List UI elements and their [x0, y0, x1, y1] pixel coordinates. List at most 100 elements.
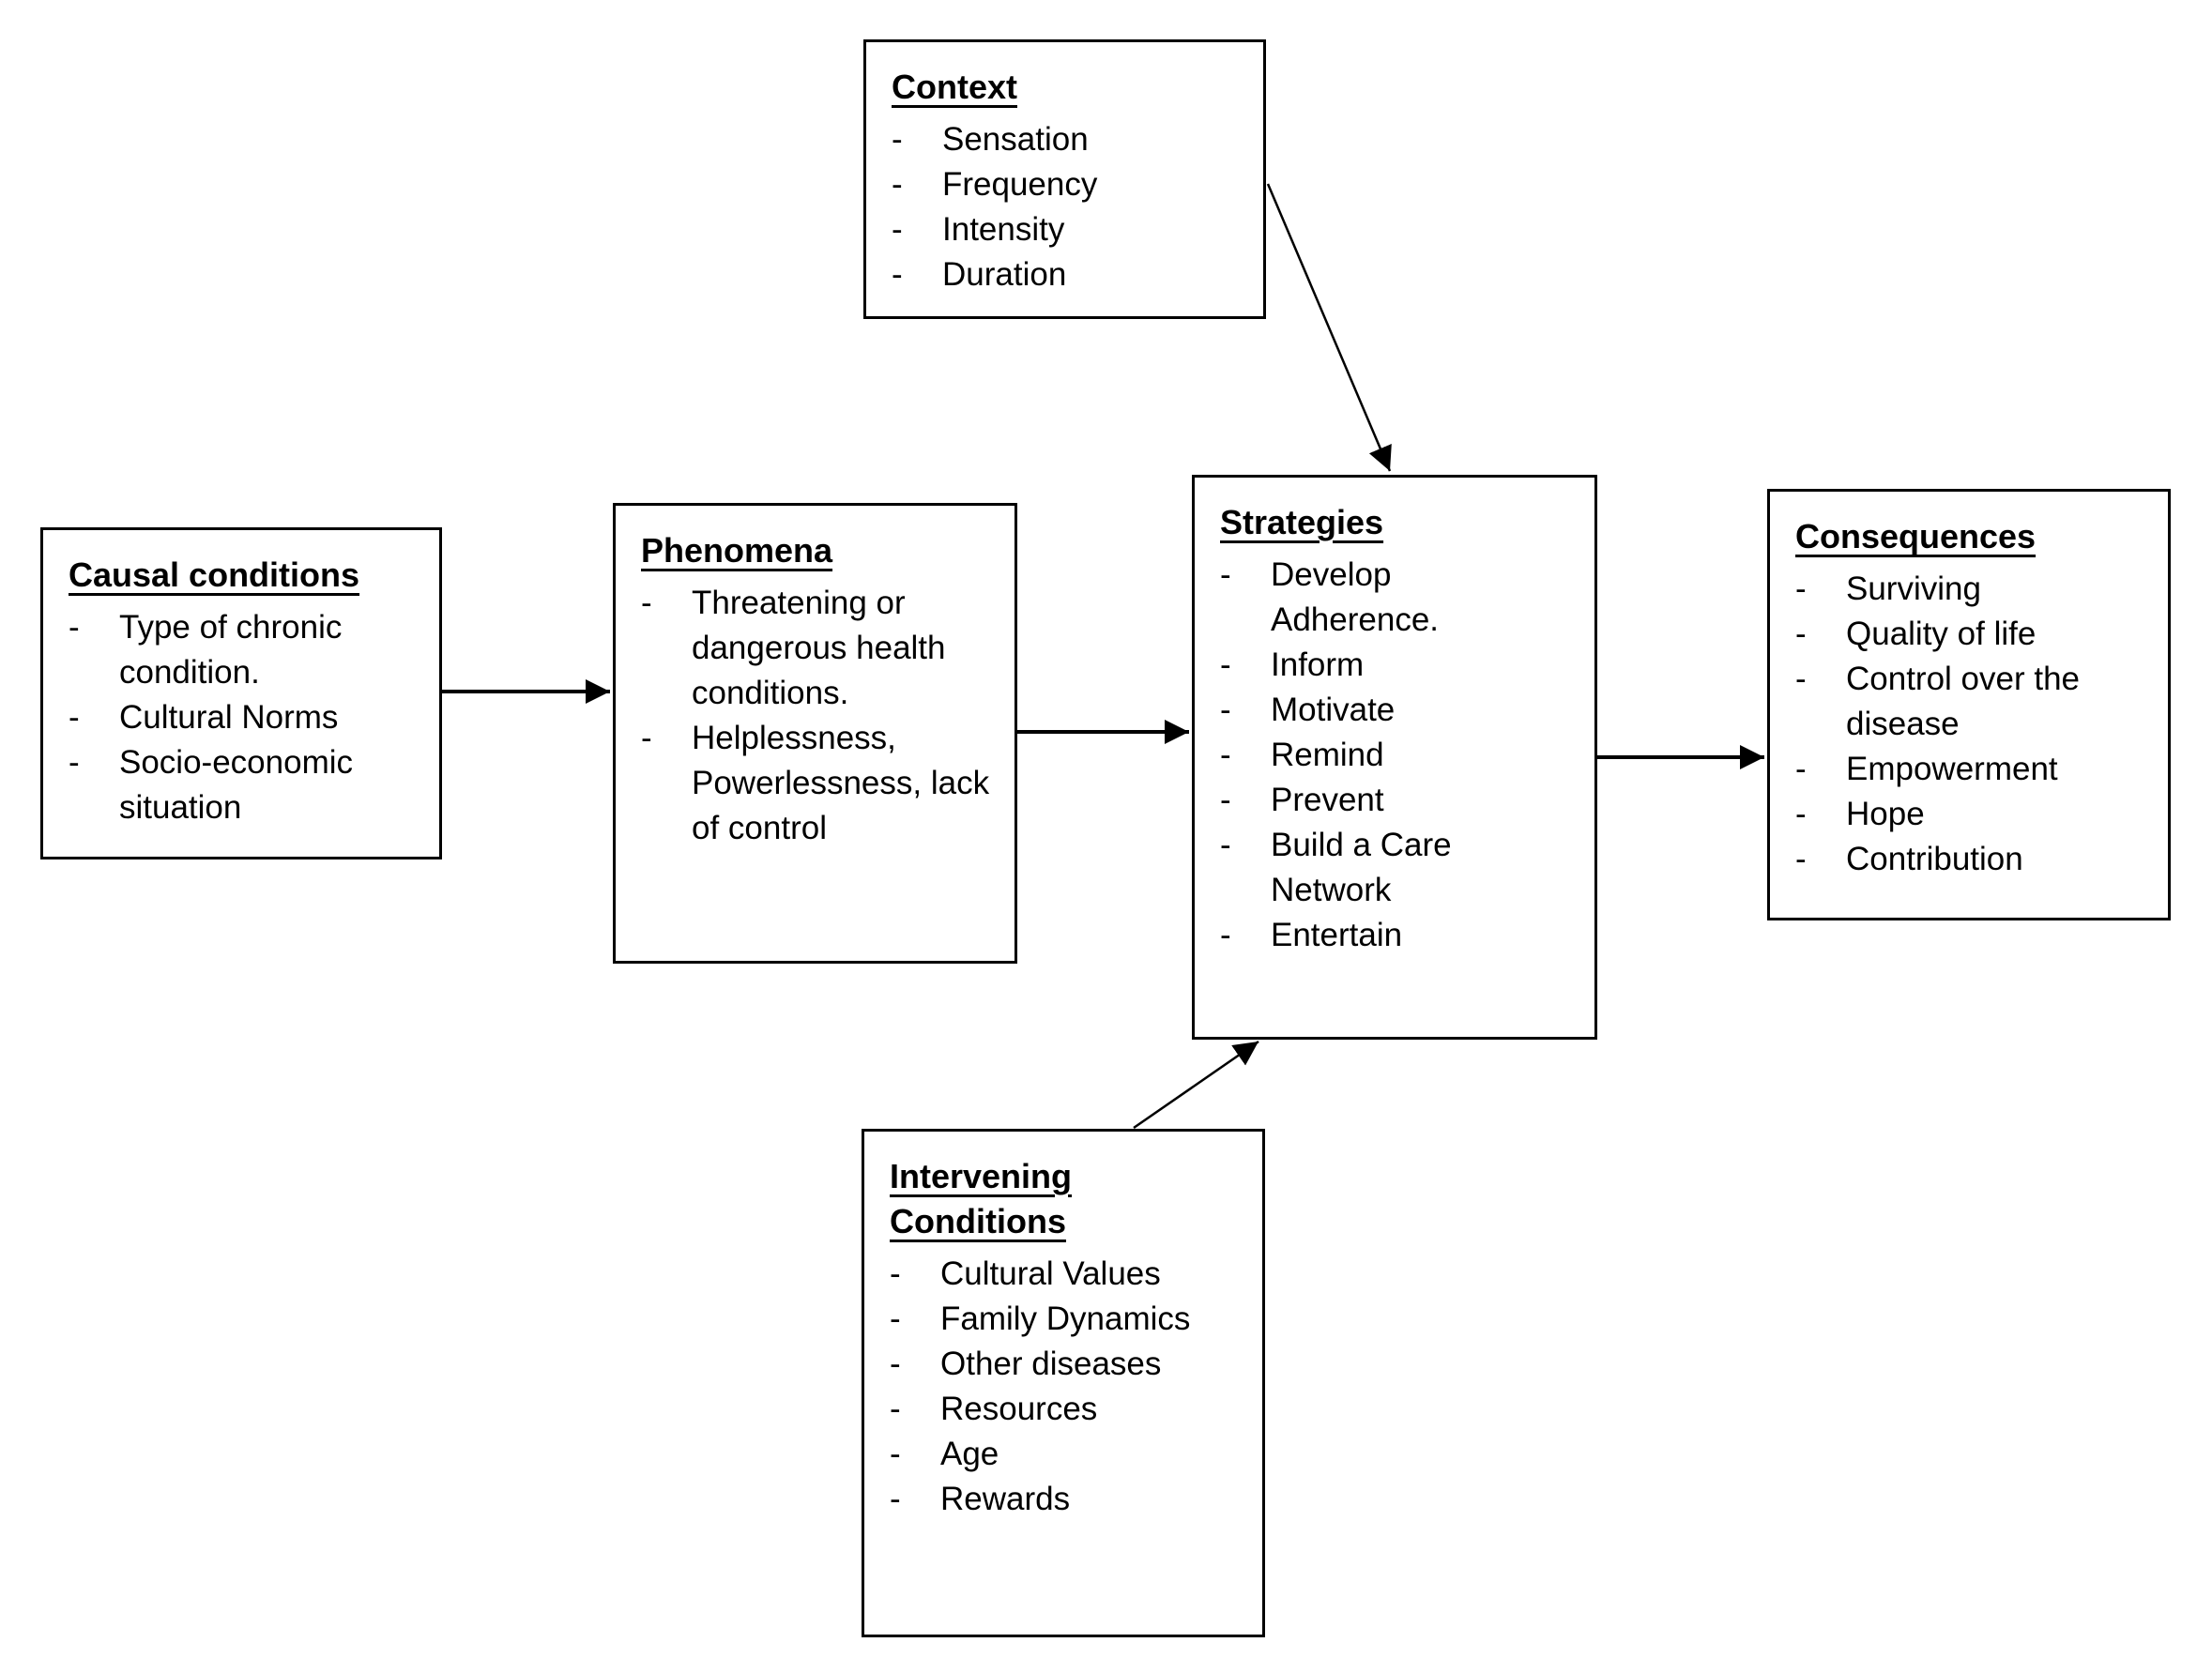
bullet-dash: -	[1220, 782, 1231, 818]
list-item-text: Rewards	[940, 1481, 1071, 1517]
list-item: - Duration	[892, 252, 1246, 297]
list-item-text: Duration	[942, 256, 1067, 293]
list-item-text: Age	[940, 1436, 999, 1472]
bullet-dash: -	[1220, 737, 1231, 773]
bullet-dash: -	[892, 211, 903, 248]
list-item: - Cultural Norms	[69, 695, 422, 740]
list-item-text: Cultural Norms	[119, 699, 339, 736]
consequences-box-items: - Surviving - Quality of life - Control over …	[1795, 567, 2151, 882]
intervening-conditions-box-items: - Cultural Values - Family Dynamics - Other d…	[890, 1252, 1245, 1522]
intervening-conditions-box-title: Intervening Conditions	[890, 1157, 1073, 1240]
list-item: -Prevent	[1220, 778, 1555, 823]
list-item: - Develop Adherence.	[1220, 553, 1555, 643]
list-item-text: Sensation	[942, 121, 1089, 158]
bullet-dash: -	[890, 1346, 901, 1382]
bullet-dash: -	[890, 1481, 901, 1517]
bullet-dash: -	[1220, 917, 1231, 953]
bullet-dash: -	[1795, 841, 1807, 877]
bullet-dash: -	[69, 609, 80, 646]
bullet-dash: -	[890, 1436, 901, 1472]
bullet-dash: -	[892, 166, 903, 203]
bullet-dash: -	[890, 1255, 901, 1292]
list-item-text: Intensity	[942, 211, 1065, 248]
causal-conditions-box-items: - Type of chronic condition. - Cultural Nor…	[69, 605, 422, 830]
bullet-dash: -	[1220, 827, 1231, 863]
list-item-text: Socio-economic situation	[119, 744, 353, 826]
list-item: -Resources	[890, 1387, 1245, 1432]
context-box-items: - Sensation - Frequency - Intensity - Duration	[892, 117, 1246, 297]
list-item: - Threatening or dangerous health conditi…	[641, 581, 998, 716]
list-item: - Socio-economic situation	[69, 740, 422, 830]
bullet-dash: -	[890, 1300, 901, 1337]
list-item: - Hope	[1795, 792, 2151, 837]
list-item: - Family Dynamics	[890, 1297, 1245, 1342]
list-item: - Cultural Values	[890, 1252, 1245, 1297]
causal-conditions-box-title: Causal conditions	[69, 555, 360, 594]
list-item: - Motivate	[1220, 688, 1555, 733]
list-item-text: Entertain	[1271, 917, 1403, 953]
bullet-dash: -	[1795, 570, 1807, 607]
context-box: Context - Sensation - Frequency - Intensity - D…	[863, 39, 1266, 319]
list-item-text: Remind	[1271, 737, 1384, 773]
bullet-dash: -	[1220, 646, 1231, 683]
list-item: - Helplessness, Powerlessness, lack of co…	[641, 716, 998, 851]
list-item-text: Control over the disease	[1846, 661, 2081, 742]
list-item: - Rewards	[890, 1477, 1245, 1522]
bullet-dash: -	[1220, 556, 1231, 593]
list-item: - Intensity	[892, 207, 1246, 252]
bullet-dash: -	[1795, 616, 1807, 652]
strategies-box-title: Strategies	[1220, 503, 1384, 541]
list-item-text: Other diseases	[940, 1346, 1162, 1382]
bullet-dash: -	[69, 744, 80, 781]
phenomena-box: Phenomena - Threatening or dangerous heal…	[613, 503, 1017, 964]
bullet-dash: -	[892, 256, 903, 293]
list-item-text: Threatening or dangerous health conditio…	[692, 585, 946, 711]
list-item: - Quality of life	[1795, 612, 2151, 657]
bullet-dash: -	[69, 699, 80, 736]
list-item: - Empowerment	[1795, 747, 2151, 792]
consequences-box: Consequences -Surviving-Quality of life-…	[1767, 489, 2171, 920]
context-box-title: Context	[892, 68, 1017, 106]
list-item-text: Inform	[1271, 646, 1365, 683]
list-item: - Inform	[1220, 643, 1555, 688]
bullet-dash: -	[892, 121, 903, 158]
arrow-intervening-to-strategies	[1133, 1040, 1259, 1130]
list-item: - Other diseases	[890, 1342, 1245, 1387]
list-item: - Type of chronic condition.	[69, 605, 422, 695]
bullet-dash: -	[1795, 796, 1807, 832]
list-item: - Age	[890, 1432, 1245, 1477]
bullet-dash: -	[1220, 692, 1231, 728]
bullet-dash: -	[641, 720, 652, 756]
list-item: - Sensation	[892, 117, 1246, 162]
list-item: - Control over the disease	[1795, 657, 2151, 747]
list-item: - Build a Care Network	[1220, 823, 1555, 913]
strategies-box: Strategies - Develop Adherence. - Inform - Mo…	[1192, 475, 1597, 1040]
phenomena-box-items: - Threatening or dangerous health conditi…	[641, 581, 998, 851]
list-item: - Contribution	[1795, 837, 2151, 882]
list-item-text: Helplessness, Powerlessness, lack of con…	[692, 720, 990, 846]
list-item-text: Surviving	[1846, 570, 1981, 607]
phenomena-box-title: Phenomena	[641, 531, 833, 570]
list-item-text: Empowerment	[1846, 751, 2058, 787]
bullet-dash: -	[1795, 751, 1807, 787]
list-item-text: Motivate	[1271, 692, 1396, 728]
list-item-text: Contribution	[1846, 841, 2023, 877]
list-item-text: Type of chronic condition.	[119, 609, 343, 691]
list-item-text: Hope	[1846, 796, 1925, 832]
list-item: - Remind	[1220, 733, 1555, 778]
list-item: - Entertain	[1220, 913, 1555, 958]
list-item-text: Build a Care Network	[1271, 827, 1452, 908]
list-item-text: Cultural Values	[940, 1255, 1161, 1292]
strategies-box-items: - Develop Adherence. - Inform - Motivate - Remi…	[1220, 553, 1555, 958]
list-item: - Frequency	[892, 162, 1246, 207]
arrow-context-to-strategies	[1266, 183, 1392, 472]
bullet-dash: -	[641, 585, 652, 621]
consequences-box-title: Consequences	[1795, 517, 2037, 555]
list-item-text: Develop Adherence.	[1271, 556, 1440, 638]
list-item-text: Family Dynamics	[940, 1300, 1191, 1337]
list-item-text: Frequency	[942, 166, 1098, 203]
list-item-text: Quality of life	[1846, 616, 2037, 652]
bullet-dash: -	[1795, 661, 1807, 697]
intervening-conditions-box: Intervening Conditions -Cultural Values-…	[862, 1129, 1265, 1637]
